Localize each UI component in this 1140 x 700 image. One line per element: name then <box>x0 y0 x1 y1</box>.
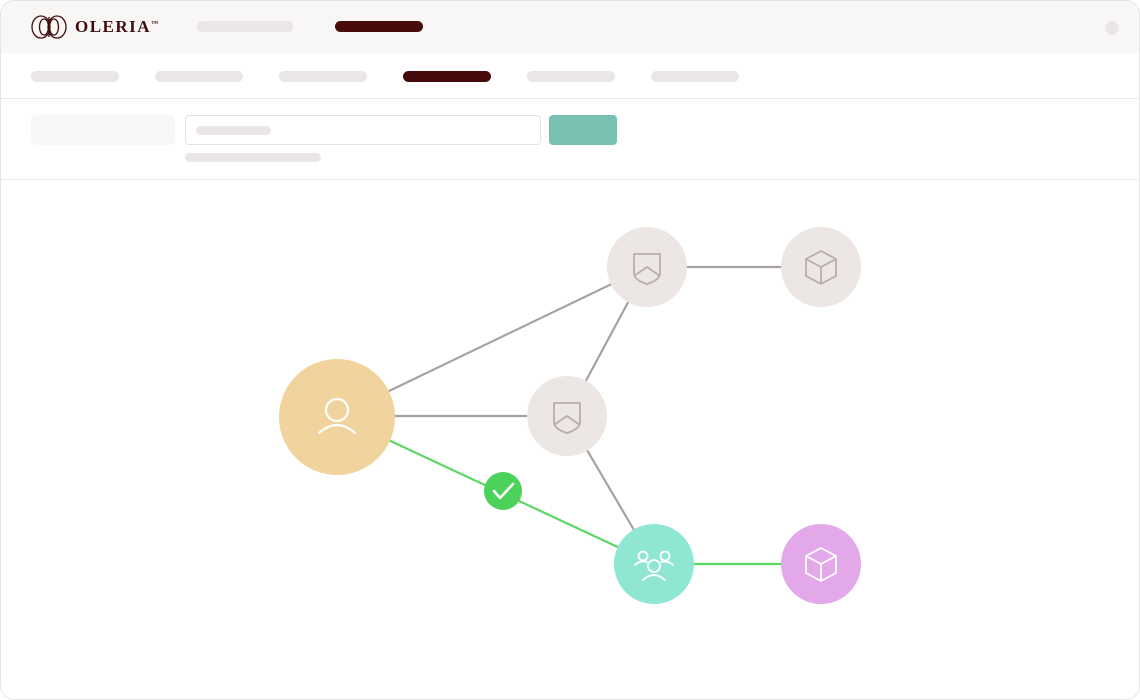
cube-icon <box>805 547 837 582</box>
tab-1[interactable] <box>31 71 119 82</box>
nav-item-2-active[interactable] <box>335 21 423 32</box>
check-icon <box>492 482 515 500</box>
tab-bar <box>1 53 1139 99</box>
tab-2[interactable] <box>155 71 243 82</box>
filter-label <box>31 115 175 145</box>
shield-icon <box>633 253 661 285</box>
node-policy-b[interactable] <box>527 376 607 456</box>
query-toolbar <box>1 99 1139 180</box>
butterfly-logo-icon <box>31 15 67 39</box>
access-graph <box>279 227 861 604</box>
cube-icon <box>805 250 837 285</box>
nav-item-1[interactable] <box>197 21 293 32</box>
node-group[interactable] <box>614 524 694 604</box>
submit-button[interactable] <box>549 115 617 145</box>
brand-name: OLERIA™ <box>75 17 160 36</box>
group-icon <box>634 550 674 581</box>
tab-3[interactable] <box>279 71 367 82</box>
shield-icon <box>553 402 581 434</box>
search-input[interactable] <box>185 115 541 145</box>
node-policy-a[interactable] <box>607 227 687 307</box>
tab-4-active[interactable] <box>403 71 491 82</box>
user-icon <box>317 397 357 435</box>
verified-check-badge <box>484 472 522 510</box>
top-navigation-bar: OLERIA™ <box>1 1 1139 53</box>
search-placeholder <box>196 126 271 135</box>
tab-5[interactable] <box>527 71 615 82</box>
node-user[interactable] <box>279 359 395 475</box>
user-avatar[interactable] <box>1105 21 1119 35</box>
node-resource-b[interactable] <box>781 524 861 604</box>
tab-6[interactable] <box>651 71 739 82</box>
oleria-logo[interactable]: OLERIA™ <box>29 14 160 40</box>
helper-text <box>185 153 321 162</box>
node-resource-a[interactable] <box>781 227 861 307</box>
